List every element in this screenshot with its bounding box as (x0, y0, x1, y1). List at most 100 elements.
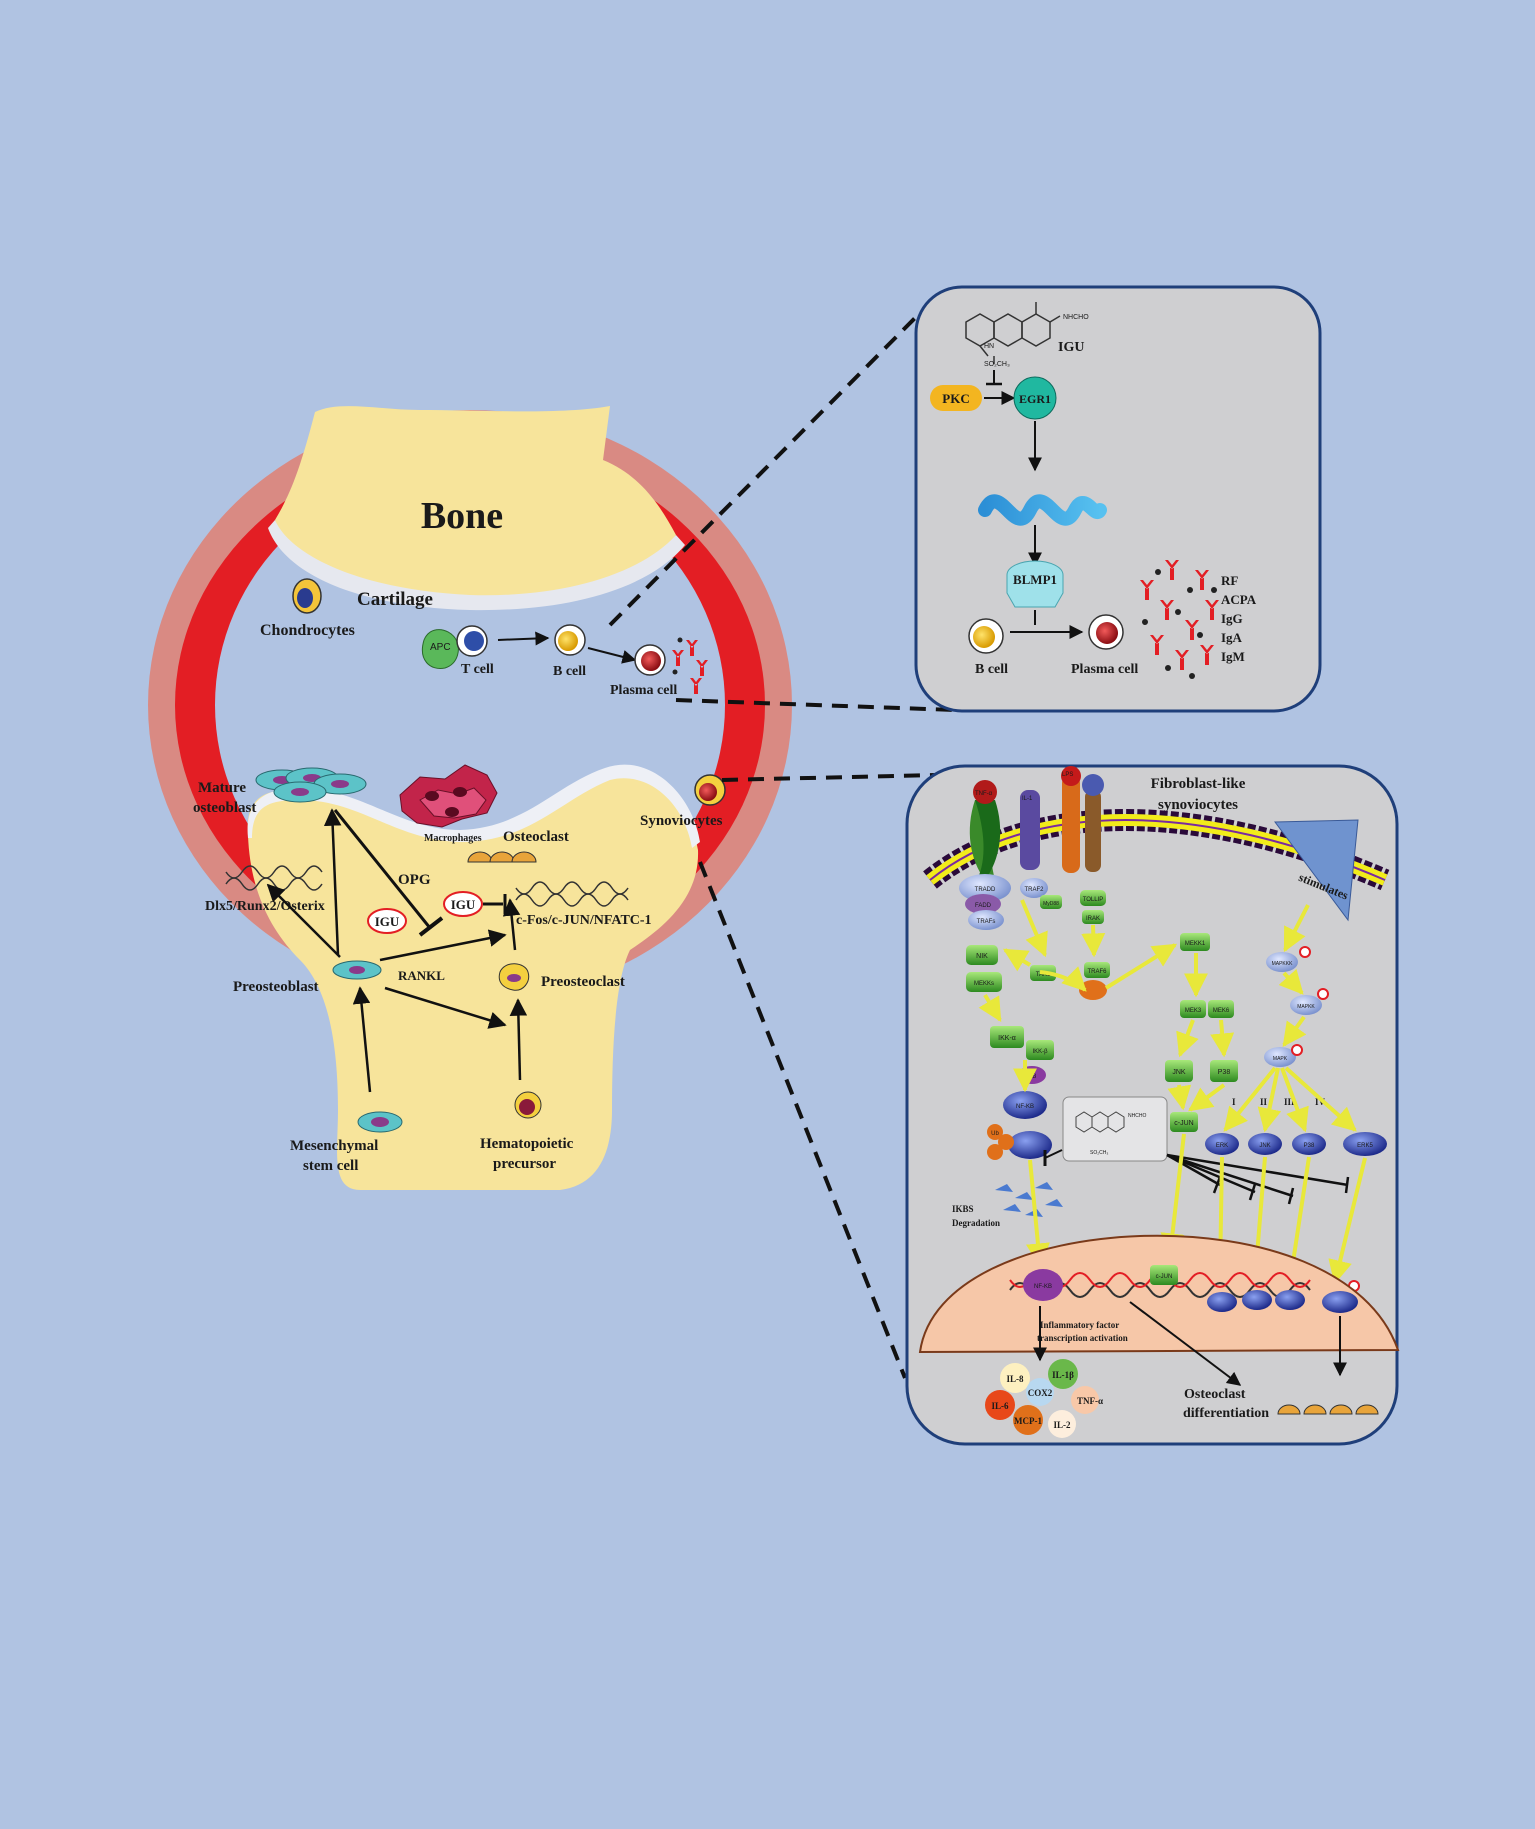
irak-label: IRAK (1086, 916, 1100, 922)
osteoclast-cells (467, 851, 537, 863)
msc-label-2: stem cell (303, 1158, 358, 1174)
trafs-node (968, 910, 1004, 930)
myd88-node (1040, 895, 1062, 909)
igu-small-box (1062, 1096, 1168, 1162)
dna-helix-icon (978, 494, 1107, 526)
ub-label: Ub (991, 1131, 999, 1137)
mature-osteoblast-label-2: osteoblast (193, 800, 256, 816)
t-cell (456, 625, 488, 657)
roman-2: II (1260, 1097, 1268, 1107)
bone-title: Bone (421, 495, 503, 537)
arrow-t-to-b (497, 631, 550, 646)
cytokine-il6: IL-6 (991, 1401, 1009, 1411)
ab-igm: IgM (1221, 649, 1245, 664)
cytokine-il2: IL-2 (1053, 1420, 1071, 1430)
antibody-icons (672, 637, 708, 694)
opg-inhibition-bar (418, 916, 444, 937)
tradd-label: TRADD (975, 887, 996, 893)
fadd-label: FADD (975, 903, 992, 909)
chondrocytes-label: Chondrocytes (260, 622, 355, 639)
preosteoblast-label: Preosteoblast (233, 979, 319, 995)
igu-molecule (965, 302, 1061, 364)
cytokine-tnfa: TNF-α (1077, 1396, 1103, 1406)
dlx5-label: Dlx5/Runx2/Osterix (205, 899, 325, 914)
node-il1: IL-1 (1022, 796, 1033, 802)
ikk-alpha-label: IKK-α (998, 1035, 1016, 1042)
ikbs-label: IKBS (952, 1204, 974, 1214)
synoviocyte-cell (694, 774, 726, 806)
jnk2-label: JNK (1259, 1143, 1270, 1149)
panel-plasma-cell-label: Plasma cell (1071, 662, 1138, 677)
jnk-label: JNK (1172, 1069, 1186, 1076)
fls-title-2: synoviocytes (1158, 797, 1238, 813)
ikk-alpha-node (990, 1026, 1024, 1048)
panel-b-cell-label: B cell (975, 662, 1008, 677)
nik-node (966, 945, 998, 965)
cytokine-bubbles (985, 1359, 1099, 1438)
nuclear-mapk-nodes (1207, 1290, 1358, 1313)
stimulates-triangle (1274, 819, 1359, 922)
tak1-label: TAK1 (1036, 972, 1051, 978)
arrow-b-to-plasma (587, 647, 637, 664)
erk-node (1205, 1133, 1239, 1155)
mapk-node (1264, 1047, 1296, 1067)
igu-label-right: IGU (451, 897, 476, 912)
lower-cartilage (247, 764, 700, 848)
osteoclast-label: Osteoclast (503, 829, 569, 845)
osteoclast-diff-label-2: differentiation (1183, 1406, 1269, 1421)
trafs-label: TRAFs (977, 919, 996, 925)
rankl-label: RANKL (398, 968, 445, 983)
opg-inhibition-line (333, 809, 432, 929)
mol-so2ch3: SO₂CH₃ (984, 361, 1010, 368)
igu-label-left: IGU (375, 914, 400, 929)
cjun-label: c-JUN (1174, 1120, 1193, 1127)
cytokine-cox2: COX2 (1028, 1388, 1053, 1398)
traf2-label: TRAF2 (1024, 887, 1044, 893)
cjun-node (1170, 1112, 1198, 1132)
receptors (969, 766, 1104, 880)
mol-small-nhcho: NHCHO (1128, 1113, 1146, 1119)
irak-node (1082, 910, 1104, 924)
upper-bone (275, 406, 676, 598)
mek6-node (1208, 1000, 1234, 1018)
mapkk-label: MAPKK (1297, 1004, 1315, 1010)
upper-cartilage (268, 520, 685, 611)
opg-label: OPG (398, 872, 431, 888)
panel-top: NHCHO HN SO₂CH₃ IGU PKC EGR1 BLMP1 B cel… (914, 285, 1322, 713)
blmp1-node (1006, 560, 1064, 608)
panel-plasma-cell (1088, 614, 1124, 650)
nfkb-nuclear-label: NF-KB (1034, 1284, 1052, 1290)
joint-arrows (266, 808, 528, 1093)
traf6-label: TRAF6 (1087, 969, 1107, 975)
ab-acpa: ACPA (1221, 592, 1257, 607)
pkc-node (930, 385, 982, 411)
apc-cell (422, 629, 459, 669)
igu-badge-left (367, 908, 407, 934)
cytokine-il1b: IL-1β (1052, 1370, 1074, 1380)
p38-node (1210, 1060, 1238, 1082)
mol-small-so2: SO₂CH₃ (1090, 1150, 1108, 1156)
traf2-node (1020, 878, 1048, 898)
tollip-node (1080, 890, 1106, 906)
jnk-node (1165, 1060, 1193, 1082)
t-cell-label: T cell (461, 662, 494, 677)
roman-4: IV (1315, 1097, 1326, 1107)
jnk2-node (1248, 1133, 1282, 1155)
nfkb-nuclear-node (1023, 1269, 1063, 1301)
msc-cell (357, 1111, 403, 1133)
roman-3: III (1284, 1097, 1295, 1107)
cjun-nuclear-label: c-JUN (1156, 1274, 1173, 1280)
erk5-label: ERK5 (1357, 1143, 1373, 1149)
ikb-label: IκB (1028, 1074, 1037, 1080)
inflammatory-label-1: Inflammatory factor (1040, 1320, 1119, 1330)
pkc-label: PKC (942, 391, 969, 406)
igu-badge-right (443, 891, 483, 917)
nik-label: NIK (976, 953, 988, 960)
mapkkk-node (1266, 952, 1298, 972)
macrophage-cells (399, 764, 498, 828)
erk-label: ERK (1216, 1143, 1228, 1149)
fadd-node (965, 894, 1001, 914)
ab-iga: IgA (1221, 630, 1243, 645)
node-tnfa: TNF-α (975, 791, 993, 797)
zoom-connectors (608, 311, 956, 1379)
